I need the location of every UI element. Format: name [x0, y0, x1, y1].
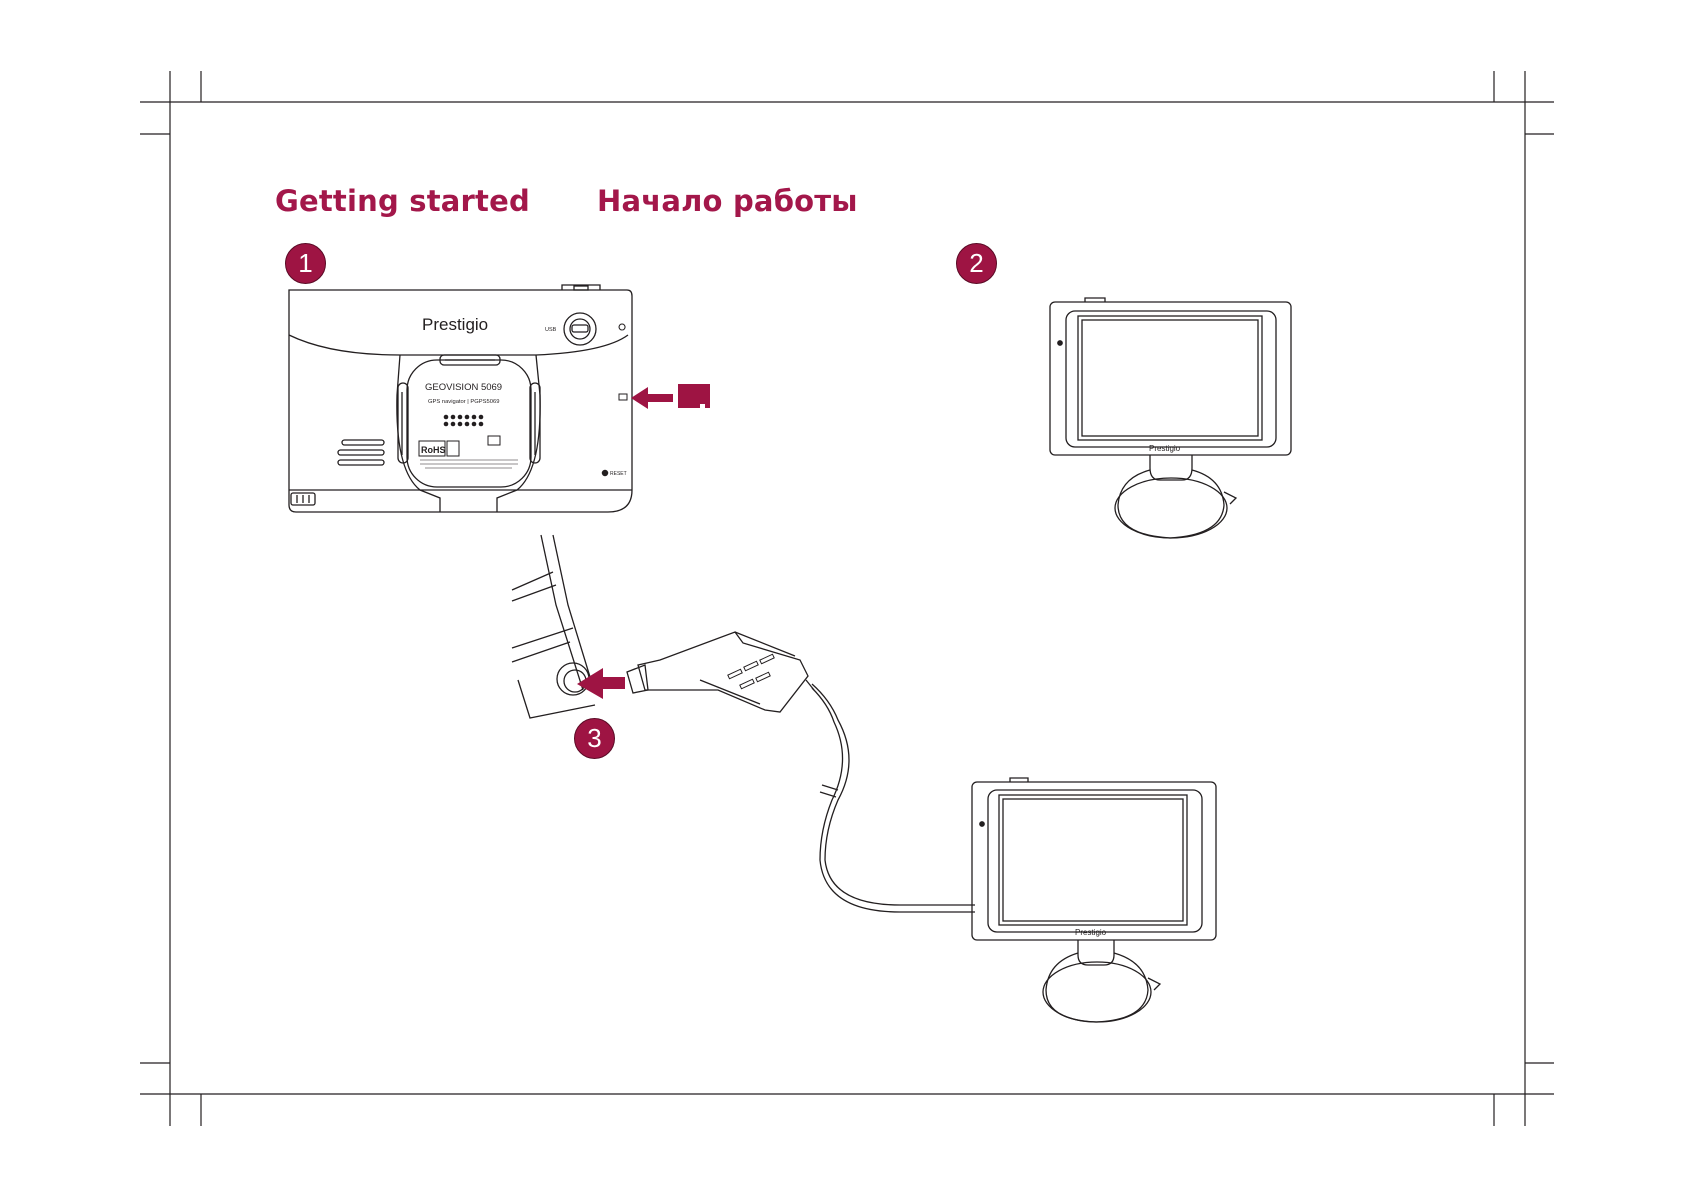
car-socket-illustration — [511, 534, 596, 719]
insert-arrow-icon — [631, 387, 673, 409]
device-connected-brand: Prestigio — [1075, 928, 1107, 937]
car-charger-illustration — [626, 631, 975, 913]
microsd-card-icon — [678, 384, 710, 408]
rohs-label: RoHS — [421, 445, 446, 455]
device-front-brand: Prestigio — [1149, 444, 1181, 453]
car-socket-arrow-icon — [577, 668, 625, 699]
usb-port-label: USB — [545, 327, 557, 333]
step-badge-1: 1 — [285, 243, 326, 284]
step-badge-2: 2 — [956, 243, 997, 284]
device-back-model: GEOVISION 5069 — [425, 382, 502, 393]
heading-russian: Начало работы — [597, 184, 858, 218]
device-back-brand: Prestigio — [422, 315, 488, 334]
step-badge-3: 3 — [574, 718, 615, 759]
device-back-subtitle: GPS navigator | PGPS5069 — [428, 399, 499, 405]
reset-label: RESET — [610, 471, 627, 477]
heading-english: Getting started — [275, 184, 530, 218]
device-front-mount-illustration — [1049, 297, 1292, 539]
device-back-illustration — [288, 284, 633, 513]
device-connected-illustration — [971, 777, 1217, 1023]
crop-marks — [140, 71, 1554, 1126]
